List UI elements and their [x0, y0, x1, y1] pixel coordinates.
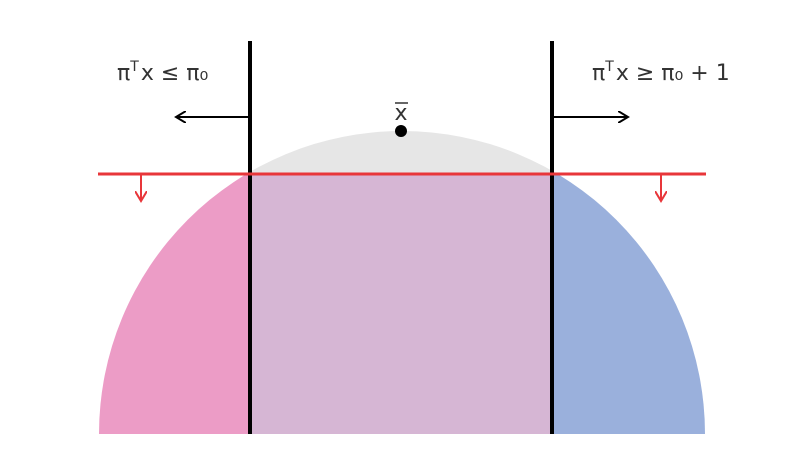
feasible-region — [99, 131, 705, 434]
left-region — [99, 174, 250, 434]
point-x-bar — [395, 125, 407, 137]
right-constraint-label: πTx ≥ π₀ + 1 — [592, 59, 730, 86]
middle-region — [250, 174, 552, 434]
right-region — [552, 174, 705, 434]
left-constraint-label: πTx ≤ π₀ — [117, 59, 208, 86]
point-label: x — [394, 101, 407, 126]
